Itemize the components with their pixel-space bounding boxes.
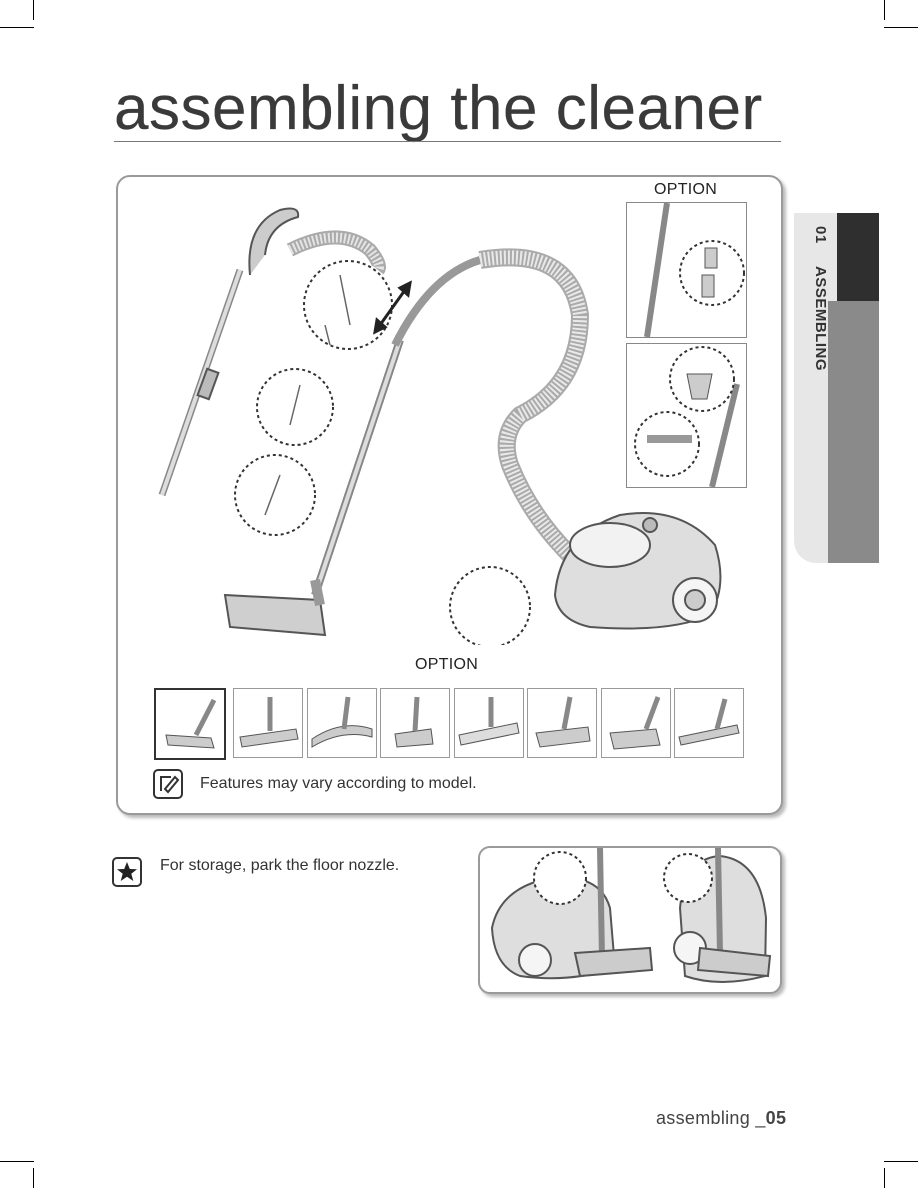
footer-page-number: 05 [765, 1108, 787, 1128]
vacuum-assembly-illustration [158, 207, 590, 645]
nozzle-option-8[interactable] [674, 688, 744, 758]
option-label-top: OPTION [654, 181, 718, 198]
telescopic-tube-illustration [644, 202, 745, 338]
crop-mark [884, 1168, 885, 1188]
chapter-tab-label[interactable]: 01 ASSEMBLING [803, 226, 829, 386]
note-text: Features may vary according to model. [200, 775, 477, 792]
accessory-holder-illustration [634, 346, 740, 488]
nozzle-option-4[interactable] [380, 688, 450, 758]
title-divider [114, 141, 781, 142]
crop-mark [884, 1161, 918, 1162]
option-inset-accessory-holder [626, 343, 747, 488]
storage-parking-illustration [490, 848, 772, 983]
chapter-tab-gray-block [828, 301, 879, 563]
crop-mark [33, 1168, 34, 1188]
nozzle-option-3[interactable] [307, 688, 377, 758]
note-pencil-icon [153, 769, 183, 799]
storage-instruction-text: For storage, park the floor nozzle. [160, 857, 400, 874]
chapter-name: ASSEMBLING [812, 266, 829, 372]
crop-mark [33, 0, 34, 20]
page-footer: assembling _05 [656, 1108, 786, 1129]
option-inset-telescopic-tube [626, 202, 747, 338]
storage-figure-panel [478, 846, 782, 994]
nozzle-option-2[interactable] [233, 688, 303, 758]
chapter-number: 01 [812, 226, 829, 244]
page-title: assembling the cleaner [114, 74, 763, 143]
nozzle-option-7[interactable] [601, 688, 671, 758]
nozzle-option-1[interactable] [154, 688, 226, 760]
nozzle-option-5[interactable] [454, 688, 524, 758]
crop-mark [0, 27, 34, 28]
crop-mark [884, 0, 885, 20]
crop-mark [884, 27, 918, 28]
nozzle-option-6[interactable] [527, 688, 597, 758]
chapter-tab-dark-block [837, 213, 879, 301]
footer-section: assembling _ [656, 1108, 766, 1128]
option-label-nozzles: OPTION [415, 656, 479, 673]
crop-mark [0, 1161, 34, 1162]
vacuum-body-illustration [553, 512, 722, 630]
star-icon [112, 857, 142, 887]
